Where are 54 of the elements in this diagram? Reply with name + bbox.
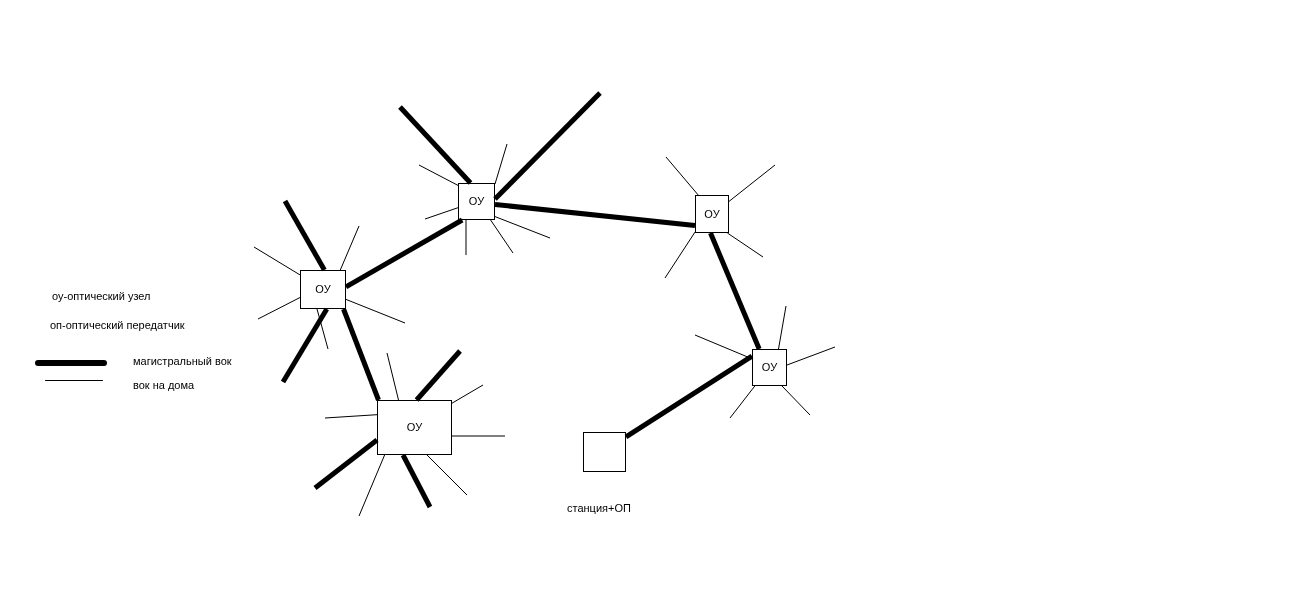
drop-line <box>694 334 753 360</box>
drop-line <box>786 346 836 366</box>
optical-node-box <box>695 195 729 233</box>
drop-line <box>494 143 508 185</box>
legend-text: вок на дома <box>133 379 195 392</box>
drop-line <box>664 231 696 279</box>
trunk-line <box>344 217 464 289</box>
station-box <box>583 432 626 472</box>
trunk-line <box>493 91 602 201</box>
optical-node-box <box>377 400 452 455</box>
drop-line <box>386 352 399 401</box>
trunk-line <box>282 199 327 272</box>
drop-line <box>418 164 459 186</box>
trunk-line <box>313 438 379 490</box>
legend-text: магистральный вок <box>133 355 232 368</box>
drop-line <box>729 385 756 419</box>
trunk-line <box>341 308 381 401</box>
trunk-line <box>624 354 754 439</box>
trunk-line <box>414 349 462 402</box>
trunk-line <box>708 232 762 350</box>
drop-line <box>665 156 699 196</box>
node-label: ОУ <box>761 361 778 374</box>
drop-line <box>451 435 506 437</box>
drop-line <box>778 305 787 350</box>
node-label: ОУ <box>704 207 720 221</box>
optical-node-box <box>300 270 346 309</box>
drop-line <box>726 232 764 258</box>
optical-node-box <box>458 183 495 220</box>
note-text: оп-оптический передатчик <box>50 319 185 332</box>
drop-line <box>451 384 484 404</box>
optical-node-box <box>752 349 787 386</box>
drop-line <box>339 225 360 271</box>
node-label: ОУ <box>406 421 423 434</box>
drop-line <box>424 207 459 220</box>
drop-line <box>490 219 514 254</box>
drop-line <box>253 246 301 276</box>
drop-line <box>494 216 551 239</box>
note-text: оу-оптический узел <box>52 290 151 303</box>
drop-line <box>316 308 329 350</box>
drop-line <box>781 385 811 416</box>
trunk-line <box>398 105 473 185</box>
drop-line <box>324 414 378 419</box>
drop-line <box>426 454 468 496</box>
drop-line <box>728 164 776 202</box>
node-label: ОУ <box>315 283 331 296</box>
node-label: ОУ <box>468 195 485 208</box>
trunk-line <box>494 202 696 229</box>
node-caption: станция+ОП <box>567 502 631 515</box>
drop-line <box>465 219 467 256</box>
trunk-line <box>280 307 329 384</box>
drop-line <box>358 454 386 517</box>
drop-line <box>257 297 301 320</box>
trunk-line <box>400 453 433 509</box>
drop-line <box>345 298 406 324</box>
